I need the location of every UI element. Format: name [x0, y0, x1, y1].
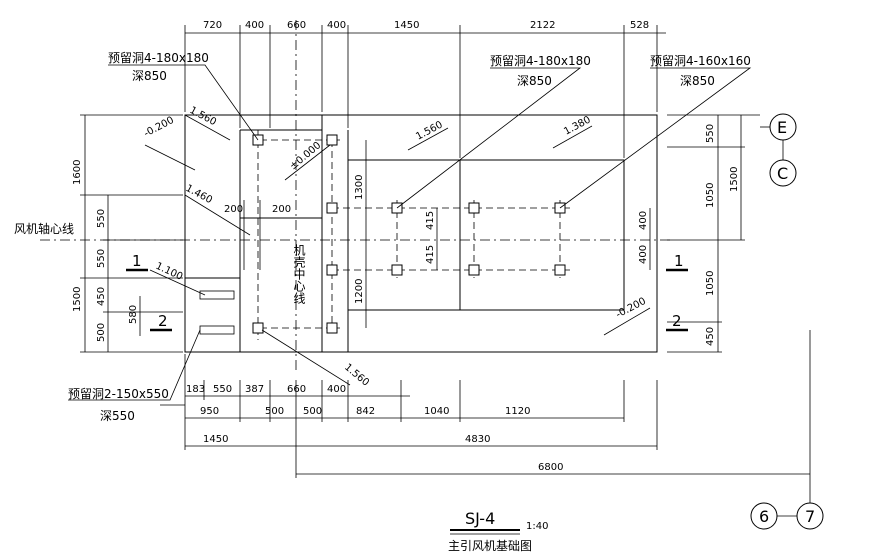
dim-label: 660 — [287, 384, 306, 395]
hole — [326, 264, 338, 276]
dim-label: 1450 — [203, 434, 228, 445]
dim-label: 550 — [96, 249, 107, 268]
elevation-label: 1.560 — [342, 362, 371, 389]
top-dimension-chain: 720 400 660 400 1450 2122 528 — [184, 20, 666, 158]
dim-label: 400 — [638, 211, 649, 230]
dim-label: 415 — [425, 211, 436, 230]
section-1-right: 1 — [674, 252, 684, 270]
fan-axis-label: 风机轴心线 — [14, 221, 74, 236]
grid-label-7: 7 — [805, 507, 815, 526]
hole — [326, 322, 338, 334]
section-2-left: 2 — [158, 312, 168, 330]
elevation-label: ±0.000 — [288, 140, 323, 172]
dim-label: 183 — [186, 384, 205, 395]
dim-label: 400 — [638, 245, 649, 264]
drawing-code: SJ-4 — [465, 509, 495, 528]
note-depth-1: 深850 — [132, 69, 167, 83]
dim-label: 1500 — [72, 287, 83, 312]
grid-label-E: E — [777, 118, 787, 137]
hole — [326, 134, 338, 146]
grid-label-C: C — [777, 164, 788, 183]
dim-label: 528 — [630, 20, 649, 31]
drawing-title: 主引风机基础图 — [448, 539, 532, 553]
hole — [391, 264, 403, 276]
dim-label: 200 — [272, 204, 291, 215]
grid-bubble-C — [769, 159, 797, 187]
dim-label: 550 — [213, 384, 232, 395]
dim-label: 550 — [705, 124, 716, 143]
dim-label: 415 — [425, 245, 436, 264]
dim-label: 400 — [327, 20, 346, 31]
dim-label: 500 — [303, 406, 322, 417]
dim-label: 720 — [203, 20, 222, 31]
left-dimensions: 1600 1500 550 550 450 500 580 — [72, 114, 183, 353]
dim-label: 400 — [327, 384, 346, 395]
dim-label: 4830 — [465, 434, 490, 445]
dim-label: 500 — [96, 323, 107, 342]
dim-label: 1300 — [354, 175, 365, 200]
dim-label: 1500 — [729, 167, 740, 192]
title-block: SJ-4 1:40 主引风机基础图 — [448, 509, 548, 553]
note-hole-4: 预留洞2-150x550 — [68, 387, 169, 401]
elevation-label: 1.460 — [184, 183, 214, 206]
bottom-dimensions: 183 550 387 660 400 950 500 500 842 1040… — [184, 330, 811, 478]
note-hole-1: 预留洞4-180x180 — [108, 51, 209, 65]
dim-label: 1200 — [354, 279, 365, 304]
dim-label: 1050 — [705, 271, 716, 296]
dim-label: 6800 — [538, 462, 563, 473]
casing-center-label: 机壳中心线 — [292, 244, 306, 304]
hole — [554, 264, 566, 276]
dim-label: 950 — [200, 406, 219, 417]
motor-block — [347, 159, 625, 311]
note-depth-4: 深550 — [100, 409, 135, 423]
elevation-label: 1.100 — [154, 261, 185, 283]
slot-upper — [199, 290, 235, 300]
dim-label: 500 — [265, 406, 284, 417]
right-dimensions: 550 1050 1050 450 1500 — [667, 114, 760, 353]
dim-label: 1120 — [505, 406, 530, 417]
elevation-marks: 1.560 -0.200 ±0.000 1.560 1.380 1.460 1.… — [142, 105, 651, 389]
elevation-label: -0.200 — [142, 115, 176, 140]
note-depth-3: 深850 — [680, 74, 715, 88]
note-hole-3: 预留洞4-160x160 — [650, 54, 751, 68]
elevation-label: -0.200 — [614, 296, 648, 321]
dim-label: 842 — [356, 406, 375, 417]
dim-label: 450 — [96, 287, 107, 306]
section-2-right: 2 — [672, 312, 682, 330]
elevation-label: 1.560 — [414, 119, 444, 142]
section-1-left: 1 — [132, 252, 142, 270]
dim-label: 450 — [705, 327, 716, 346]
grid-bubbles: E C 6 7 — [750, 113, 824, 530]
section-marks: 1 2 1 2 — [126, 252, 688, 332]
dim-label: 1040 — [424, 406, 449, 417]
hole — [252, 322, 264, 334]
inner-dimensions: 1300 1200 415 415 400 400 200 200 — [224, 140, 651, 328]
dim-label: 400 — [245, 20, 264, 31]
foundation-outline — [184, 114, 658, 353]
dim-label: 1450 — [394, 20, 419, 31]
left-step — [185, 277, 241, 352]
note-hole-2: 预留洞4-180x180 — [490, 54, 591, 68]
dim-label: 580 — [128, 305, 139, 324]
grid-label-6: 6 — [759, 507, 769, 526]
dim-label: 660 — [287, 20, 306, 31]
dim-label: 2122 — [530, 20, 555, 31]
slot-lower — [199, 325, 235, 335]
dim-label: 200 — [224, 204, 243, 215]
dim-label: 1600 — [72, 160, 83, 185]
dim-label: 1050 — [705, 183, 716, 208]
dim-label: 550 — [96, 209, 107, 228]
note-depth-2: 深850 — [517, 74, 552, 88]
note-leaders — [68, 64, 752, 406]
drawing-scale: 1:40 — [526, 521, 548, 532]
hole — [468, 264, 480, 276]
hole — [468, 202, 480, 214]
dim-label: 387 — [245, 384, 264, 395]
hole — [326, 202, 338, 214]
